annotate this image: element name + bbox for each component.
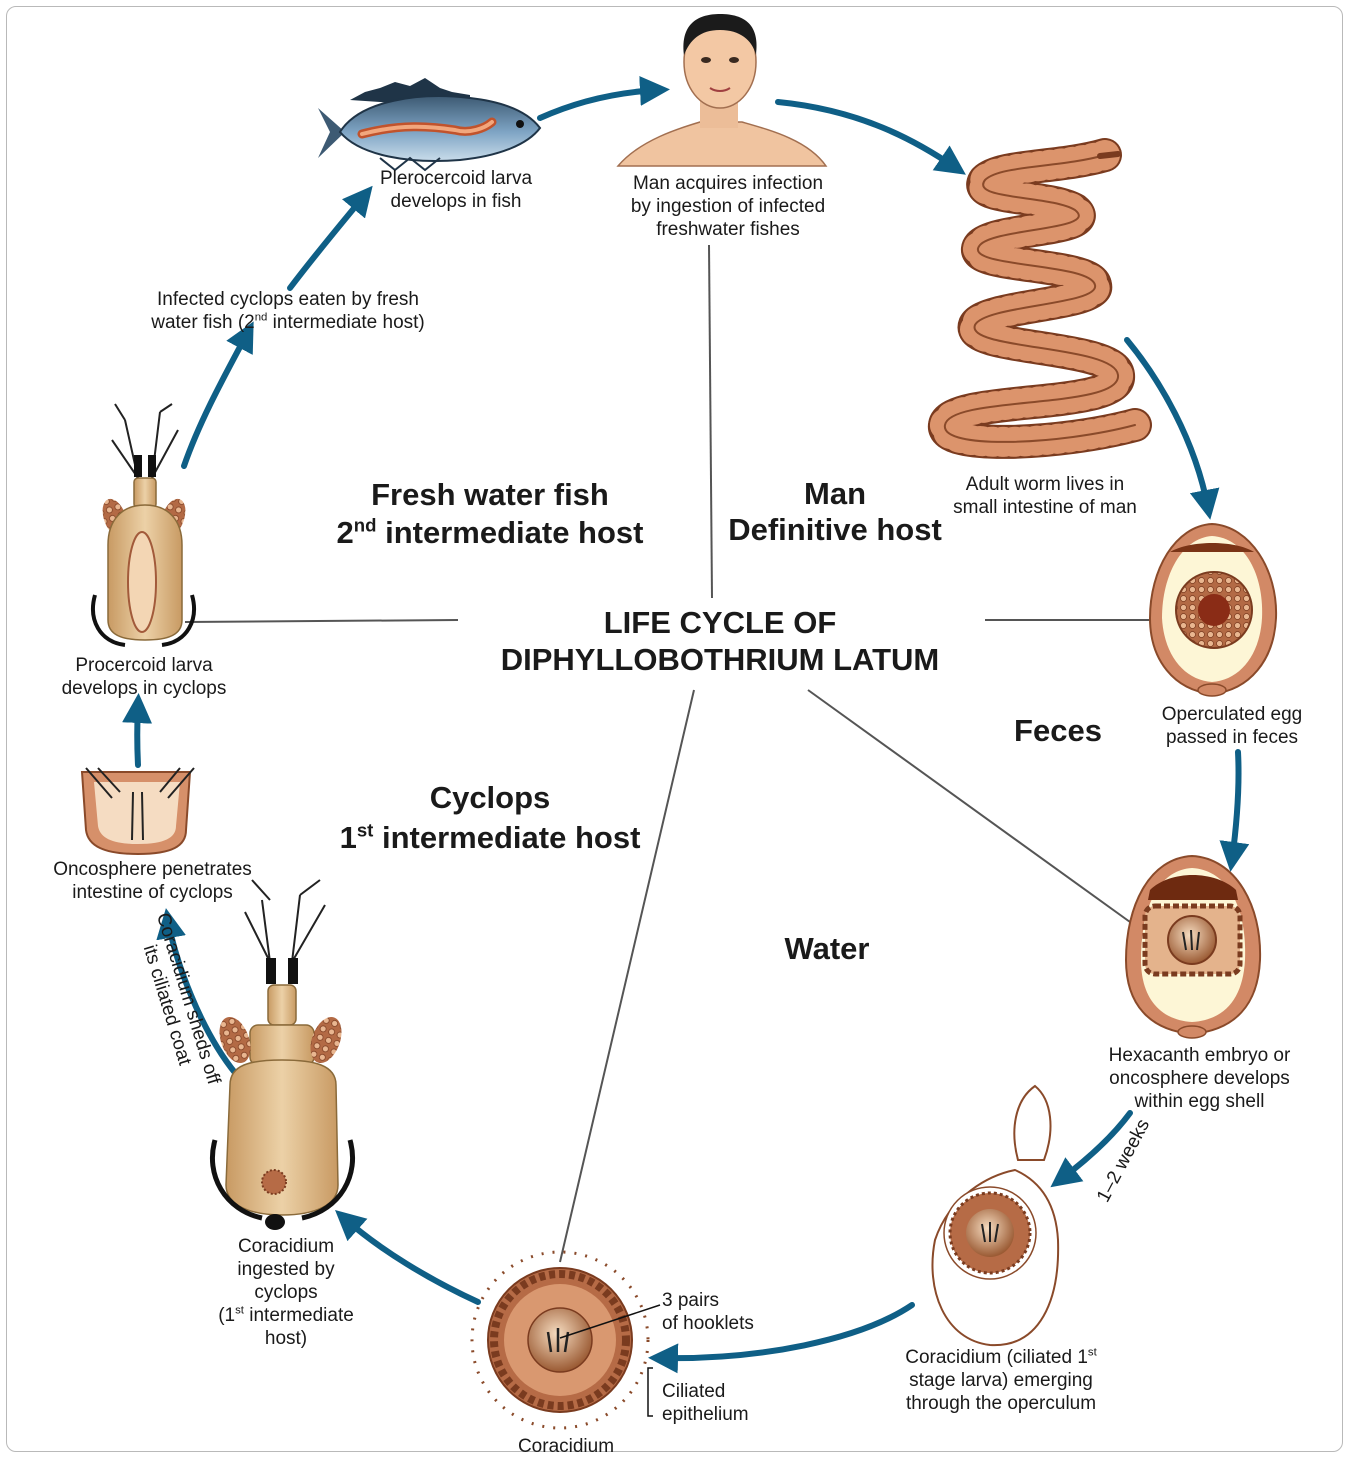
diagram-title: LIFE CYCLE OF DIPHYLLOBOTHRIUM LATUM: [470, 604, 970, 678]
caption-procercoid: Procercoid larva develops in cyclops: [46, 654, 242, 700]
caption-egg: Operculated egg passed in feces: [1132, 703, 1332, 749]
caption-man: Man acquires infection by ingestion of i…: [608, 172, 848, 241]
caption-epithelium: Ciliated epithelium: [662, 1380, 749, 1426]
emerging-coracidium-illustration: [932, 1086, 1058, 1345]
sector-feces-label: Feces: [1000, 712, 1116, 750]
sector-fish-label: Fresh water fish 2nd intermediate host: [300, 476, 680, 552]
operculated-egg-illustration: [1150, 524, 1276, 696]
caption-coracidium: Coracidium: [496, 1435, 636, 1458]
caption-eaten: Infected cyclops eaten by fresh water fi…: [138, 288, 438, 334]
title-line-2: DIPHYLLOBOTHRIUM LATUM: [470, 641, 970, 678]
fish-illustration: [318, 78, 540, 170]
oncosphere-intestine-illustration: [82, 768, 194, 854]
caption-oncosphere: Oncosphere penetrates intestine of cyclo…: [40, 858, 265, 904]
title-line-1: LIFE CYCLE OF: [470, 604, 970, 641]
sector-cyclops-label: Cyclops 1st intermediate host: [300, 778, 680, 858]
caption-adult-worm: Adult worm lives in small intestine of m…: [935, 473, 1155, 519]
sector-cyclops-line2: 1st intermediate host: [300, 818, 680, 858]
sector-water-label: Water: [766, 930, 888, 968]
sector-fish-line2: 2nd intermediate host: [300, 514, 680, 552]
sector-man-label: Man Definitive host: [715, 476, 955, 548]
caption-hexacanth: Hexacanth embryo or oncosphere develops …: [1092, 1044, 1307, 1113]
adult-worm-illustration: [945, 154, 1135, 442]
cyclops-procercoid-illustration: [93, 404, 194, 645]
sector-man-line1: Man: [715, 476, 955, 512]
embryonated-egg-illustration: [1126, 856, 1260, 1038]
caption-ingested: Coracidium ingested by cyclops (1st inte…: [196, 1235, 376, 1350]
caption-hooklets: 3 pairs of hooklets: [662, 1289, 754, 1335]
sector-fish-line1: Fresh water fish: [300, 476, 680, 514]
coracidium-illustration: [472, 1252, 660, 1428]
caption-plerocercoid: Plerocercoid larva develops in fish: [356, 167, 556, 213]
caption-emerging: Coracidium (ciliated 1st stage larva) em…: [886, 1346, 1116, 1415]
sector-cyclops-line1: Cyclops: [300, 778, 680, 818]
cyclops-ingesting-illustration: [212, 880, 352, 1230]
sector-man-line2: Definitive host: [715, 512, 955, 548]
